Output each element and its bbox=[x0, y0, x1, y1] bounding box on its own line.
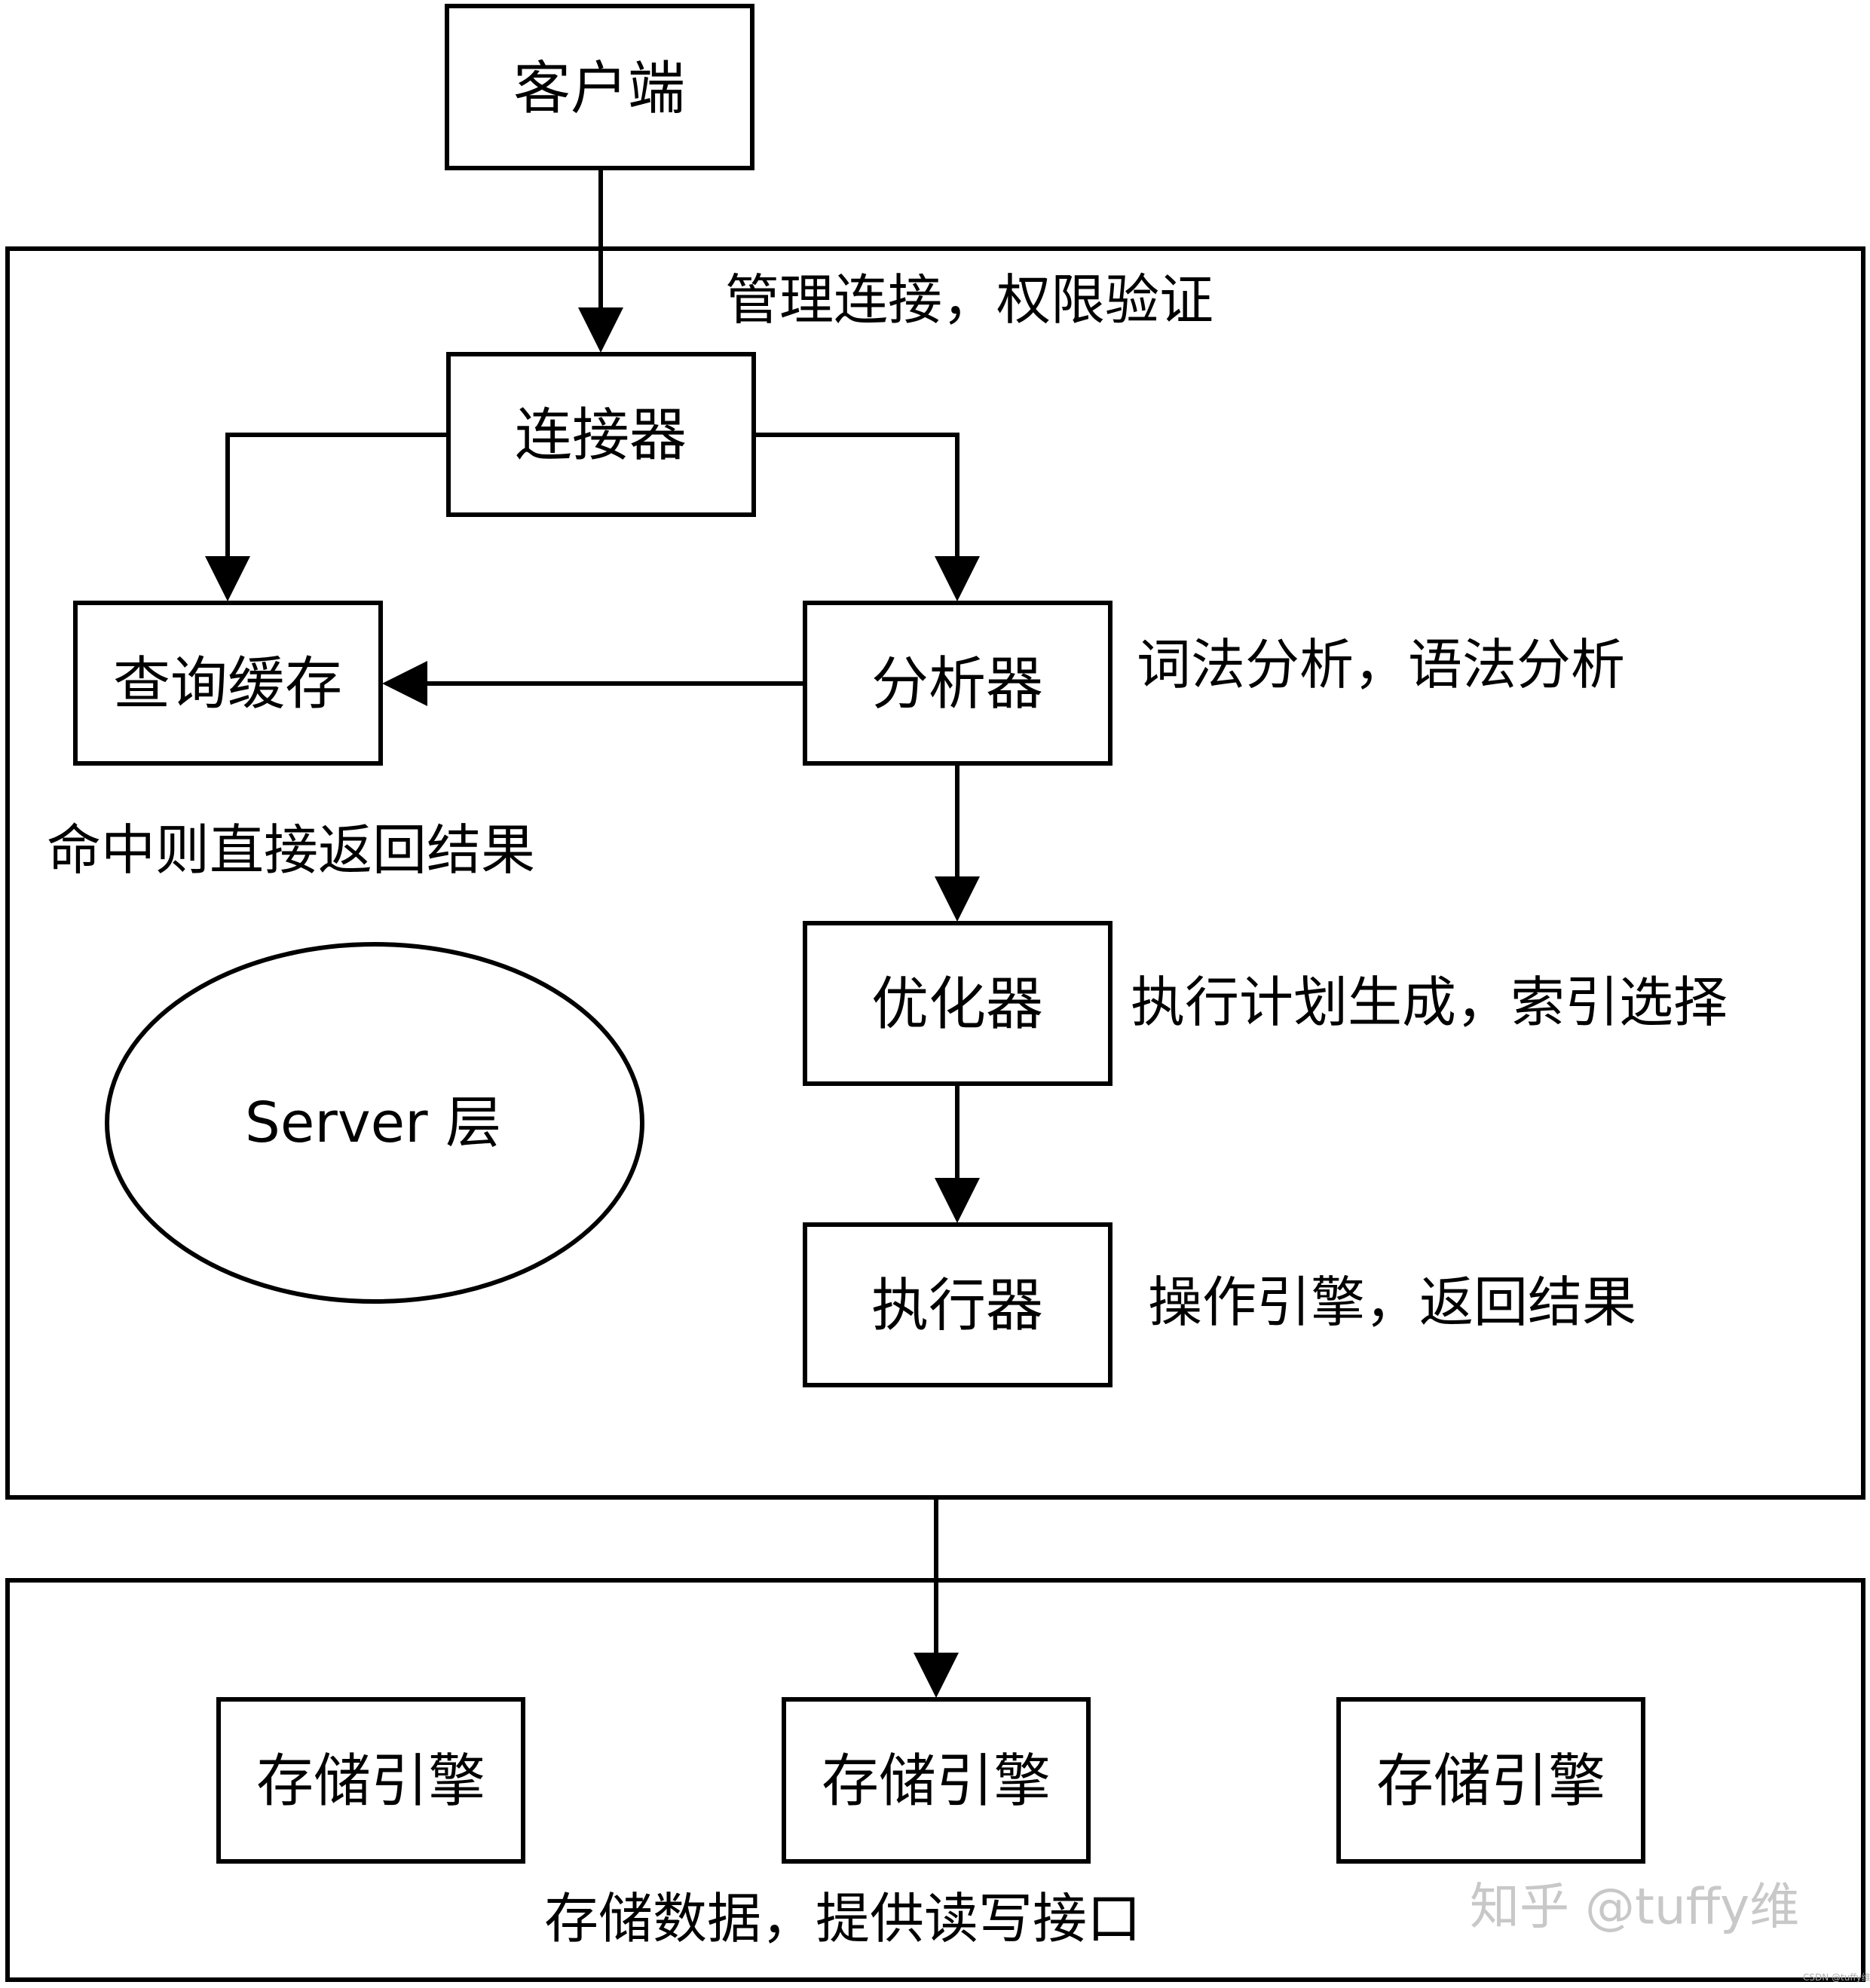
connection-note: 管理连接，权限验证 bbox=[725, 268, 1214, 332]
arrow-connector-to-analyzer bbox=[754, 433, 980, 601]
storage-engine-box-1 bbox=[216, 1697, 525, 1864]
arrow-connector-to-cache bbox=[205, 433, 448, 601]
storage-engine-label-2: 存储引擎 bbox=[822, 1748, 1051, 1815]
executor-note: 操作引擎，返回结果 bbox=[1148, 1271, 1636, 1334]
storage-note: 存储数据，提供读写接口 bbox=[544, 1887, 1141, 1950]
connector-label: 连接器 bbox=[515, 402, 687, 469]
optimizer-label: 优化器 bbox=[871, 971, 1043, 1038]
analyzer-label: 分析器 bbox=[871, 650, 1043, 717]
query-cache-label: 查询缓存 bbox=[113, 650, 342, 717]
storage-engine-box-2 bbox=[782, 1697, 1091, 1864]
optimizer-note: 执行计划生成，索引选择 bbox=[1131, 971, 1728, 1034]
server-layer-label: Server 层 bbox=[245, 1090, 501, 1155]
analyzer-note: 词法分析，语法分析 bbox=[1137, 633, 1625, 696]
storage-engine-label-3: 存储引擎 bbox=[1376, 1748, 1605, 1815]
corner-mark: CSDN @tuffy维 bbox=[1803, 1972, 1870, 1983]
server-layer-ellipse bbox=[105, 942, 644, 1304]
storage-engine-box-3 bbox=[1336, 1697, 1645, 1864]
connector-lines bbox=[205, 168, 980, 1698]
watermark-text: 知乎 @tuffy维 bbox=[1470, 1878, 1799, 1936]
executor-label: 执行器 bbox=[871, 1272, 1043, 1339]
executor-box bbox=[803, 1222, 1113, 1387]
cache-hit-note: 命中则直接返回结果 bbox=[47, 818, 535, 882]
client-label: 客户端 bbox=[513, 55, 685, 122]
query-cache-box bbox=[73, 601, 383, 766]
storage-engine-label-1: 存储引擎 bbox=[256, 1748, 485, 1815]
